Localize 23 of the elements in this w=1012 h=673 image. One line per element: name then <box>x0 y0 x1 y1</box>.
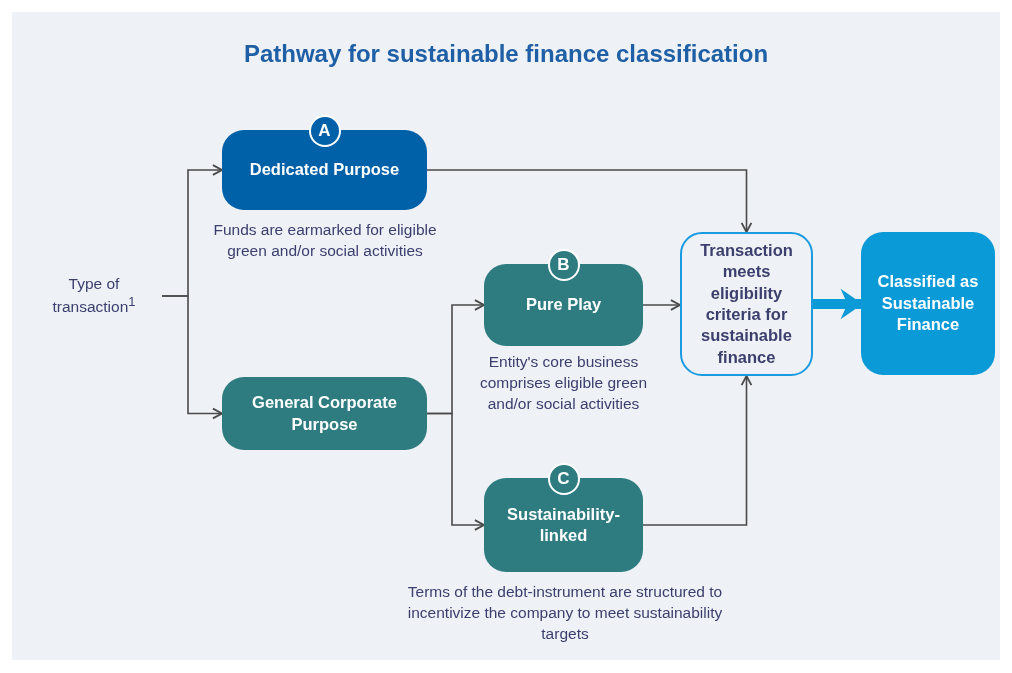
box-label: Classified as Sustainable Finance <box>876 271 980 336</box>
description-text: Terms of the debt-instrument are structured to incentivize the company to meet sustainability targets <box>406 582 724 644</box>
box-label: Sustainability-linked <box>506 503 621 546</box>
letter-badge: B <box>547 249 580 281</box>
arrow <box>642 375 753 526</box>
letter-badge: C <box>547 463 580 495</box>
arrow <box>813 288 863 320</box>
arrow <box>426 169 753 233</box>
arrow <box>642 299 681 311</box>
input-label: Type of transaction$^{1}$ <box>51 274 137 318</box>
box-label: Transaction meets eligibility criteria for sustainable finance <box>699 239 794 368</box>
box-label: General Corporate Purpose <box>251 392 398 435</box>
letter-badge: A <box>308 115 341 147</box>
box-label: Dedicated Purpose <box>249 159 400 181</box>
arrow <box>426 412 485 531</box>
box-label: Pure Play <box>525 294 602 316</box>
description-text: Funds are earmarked for eligible green and/or social activities <box>212 220 438 261</box>
process-box <box>222 377 427 450</box>
process-box <box>861 232 995 375</box>
process-box <box>680 232 813 376</box>
title: Pathway for sustainable finance classification <box>242 40 770 68</box>
description-text: Entity's core business comprises eligible green and/or social activities <box>478 352 649 414</box>
arrow <box>161 295 223 420</box>
